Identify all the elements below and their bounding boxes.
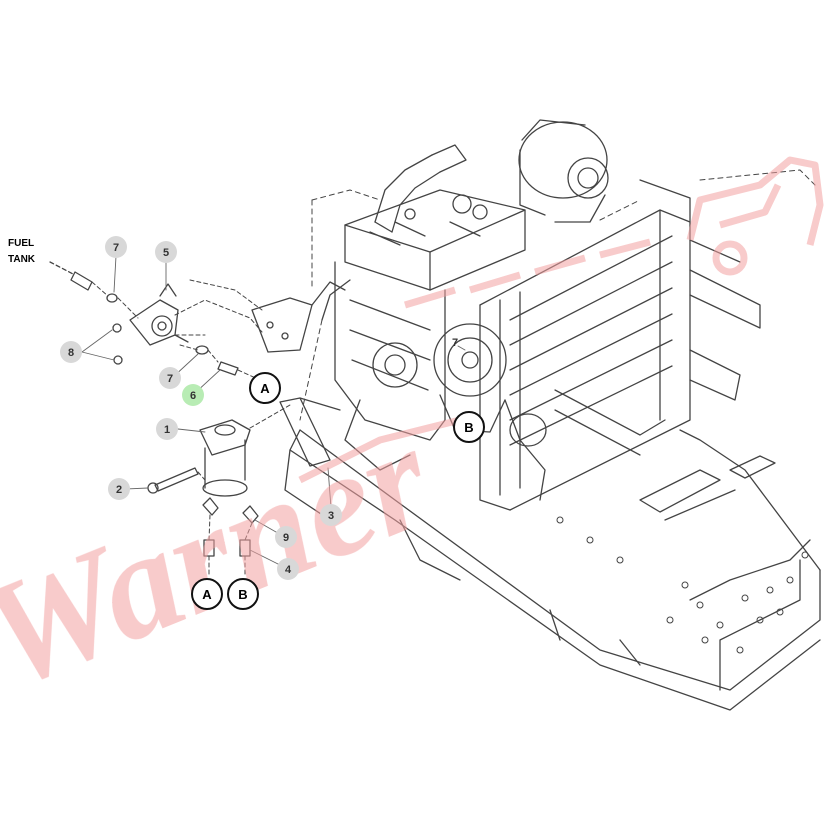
svg-text:7: 7 <box>452 337 458 349</box>
watermark-truck-logo <box>298 156 824 484</box>
fuel-tank-label: FUEL TANK <box>8 238 36 265</box>
callout-6[interactable]: 6 <box>182 384 204 406</box>
svg-text:5: 5 <box>163 247 169 259</box>
callout-7-top[interactable]: 7 <box>105 236 127 258</box>
pump-bolts <box>112 323 123 365</box>
callout-3[interactable]: 3 <box>320 504 342 526</box>
svg-text:4: 4 <box>285 564 292 576</box>
callout-9[interactable]: 9 <box>275 526 297 548</box>
callout-1[interactable]: 1 <box>156 418 178 440</box>
hidden-lines <box>299 169 816 421</box>
fuel-tank-label-line1: FUEL <box>8 238 34 249</box>
callout-5[interactable]: 5 <box>155 241 177 263</box>
svg-text:7: 7 <box>167 373 173 385</box>
fuel-filter <box>199 419 251 497</box>
svg-text:2: 2 <box>116 484 122 496</box>
radiator-frame <box>479 179 691 511</box>
fuel-tube <box>217 361 239 376</box>
intake-pipe <box>374 144 467 233</box>
fuel-tank-label-line2: TANK <box>8 254 36 265</box>
svg-text:8: 8 <box>68 347 74 359</box>
svg-text:7: 7 <box>113 242 119 254</box>
svg-text:1: 1 <box>164 424 170 436</box>
callout-7-engine[interactable]: 7 <box>452 337 458 349</box>
fitting-top <box>106 293 118 303</box>
svg-text:9: 9 <box>283 532 289 544</box>
callout-2[interactable]: 2 <box>108 478 130 500</box>
ref-marker-b-engine[interactable]: B <box>453 411 485 443</box>
svg-text:3: 3 <box>328 510 334 522</box>
fuel-tank-hose <box>49 261 93 291</box>
ref-marker-a-bottom[interactable]: A <box>191 578 223 610</box>
svg-text:B: B <box>464 420 473 435</box>
ref-marker-a-right[interactable]: A <box>249 372 281 404</box>
fuel-pump <box>129 283 189 346</box>
svg-text:A: A <box>202 587 212 602</box>
callout-4[interactable]: 4 <box>277 558 299 580</box>
chassis-base <box>284 429 821 711</box>
callouts: 7 5 8 7 6 1 2 3 <box>60 236 458 580</box>
filter-fittings <box>202 497 259 557</box>
routing-lines <box>91 279 291 576</box>
filter-bracket <box>279 397 341 467</box>
engine-assembly-drawing <box>251 119 821 711</box>
svg-text:A: A <box>260 381 270 396</box>
svg-text:6: 6 <box>190 390 196 402</box>
chassis-holes <box>556 516 809 654</box>
cylinder-head <box>344 189 526 291</box>
reference-markers: A B A B <box>191 372 485 610</box>
engine-mount-bracket <box>251 281 346 353</box>
engine-block <box>334 261 546 501</box>
engine-side-details <box>321 279 547 471</box>
svg-text:B: B <box>238 587 247 602</box>
ref-marker-b-bottom[interactable]: B <box>227 578 259 610</box>
turbocharger <box>518 119 609 223</box>
callout-7-mid[interactable]: 7 <box>159 367 181 389</box>
callout-8[interactable]: 8 <box>60 341 82 363</box>
